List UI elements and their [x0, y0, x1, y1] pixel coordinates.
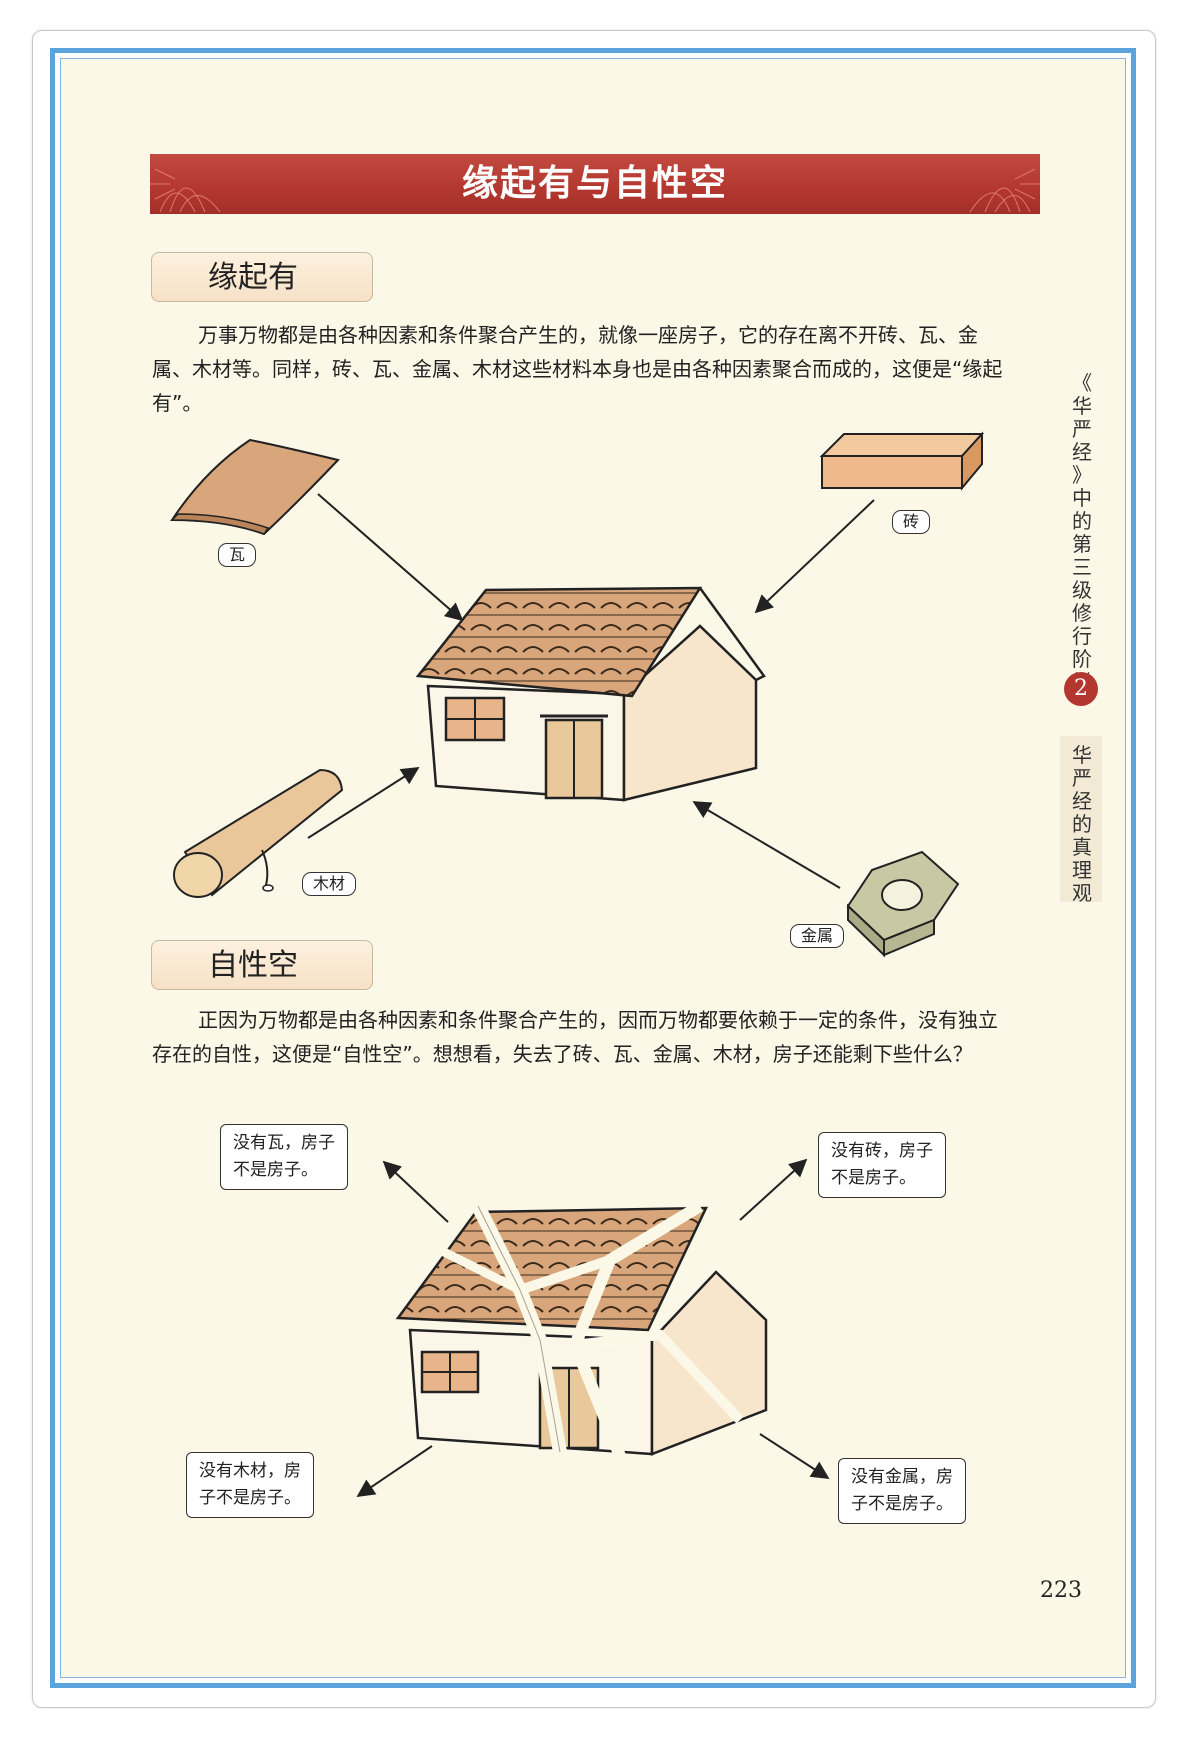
- label-wood: 木材: [302, 872, 357, 896]
- label-brick: 砖: [892, 510, 931, 534]
- bubble-no-metal: 没有金属，房 子不是房子。: [838, 1458, 966, 1524]
- chapter-number-badge: 2: [1064, 672, 1098, 706]
- arrow-no-tile: [382, 1160, 449, 1223]
- page-title: 缘起有与自性空: [461, 163, 728, 204]
- broken-house-drawing: [395, 1200, 768, 1459]
- arrow-no-wood: [356, 1445, 433, 1498]
- section-heading-emptiness: 自性空: [151, 940, 373, 990]
- lotus-ornament-right-icon: [969, 168, 1040, 213]
- wood-log-drawing: [173, 768, 344, 898]
- section-heading-dependent-origination: 缘起有: [151, 252, 373, 302]
- sidebar-chapter-box: [1060, 736, 1102, 902]
- section1-paragraph: 万事万物都是由各种因素和条件聚合产生的，就像一座房子，它的存在离不开砖、瓦、金属…: [152, 323, 1003, 415]
- lotus-ornament-left-icon: [150, 168, 221, 213]
- section2-paragraph: 正因为万物都是由各种因素和条件聚合产生的，因而万物都要依赖于一定的条件，没有独立…: [152, 1008, 998, 1066]
- sidebar-chapter-title: 华 严 经 的 真 理 观: [1072, 743, 1092, 905]
- metal-nut-drawing: [846, 850, 960, 958]
- arrow-no-metal: [759, 1433, 830, 1479]
- label-metal: 金属: [790, 924, 845, 948]
- arrow-wood-to-house: [307, 767, 420, 839]
- page-title-bar: 缘起有与自性空: [150, 154, 1040, 214]
- arrow-no-brick: [739, 1158, 808, 1221]
- arrow-metal-to-house: [692, 801, 841, 889]
- label-tile: 瓦: [218, 543, 257, 567]
- bubble-no-tile: 没有瓦，房子 不是房子。: [220, 1124, 348, 1190]
- bubble-no-wood: 没有木材，房 子不是房子。: [186, 1452, 314, 1518]
- bubble-no-brick: 没有砖，房子 不是房子。: [818, 1132, 946, 1198]
- brick-drawing: [819, 431, 985, 491]
- page-blue-border: [50, 48, 1136, 1688]
- sidebar-book-title: 《 华 严 经 》 中 的 第 三 级 修 行 阶 梯: [1072, 371, 1092, 694]
- roof-tile-drawing: [170, 438, 340, 536]
- house-drawing: [415, 586, 766, 802]
- arrow-brick-to-house: [754, 499, 875, 614]
- page-number: 223: [1040, 1578, 1082, 1603]
- arrow-tile-to-house: [317, 493, 464, 622]
